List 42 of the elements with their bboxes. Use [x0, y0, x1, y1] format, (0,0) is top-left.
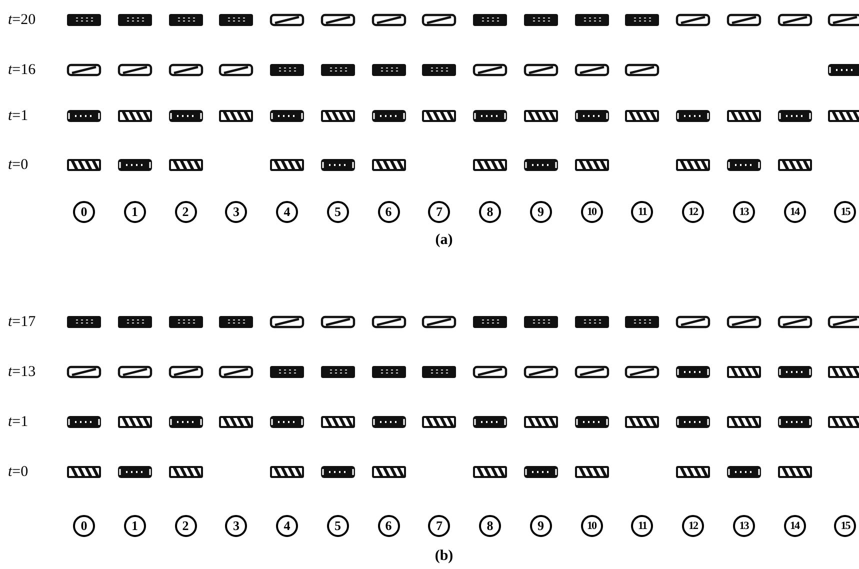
circled-number: 4	[276, 201, 298, 223]
circled-number: 0	[73, 201, 95, 223]
circled-number: 7	[428, 201, 450, 223]
circled-number: 11	[631, 201, 654, 223]
circled-number: 8	[479, 201, 501, 223]
panel-label: (b)	[434, 547, 454, 565]
circled-number: 3	[225, 515, 248, 537]
circled-number: 4	[276, 515, 298, 537]
circled-number: 8	[479, 515, 501, 537]
circled-number: 7	[428, 515, 450, 537]
circled-number: 6	[378, 515, 400, 537]
circled-number: 12	[682, 201, 704, 223]
circled-number: 14	[784, 515, 806, 537]
circled-number: 15	[834, 515, 856, 537]
time-label: t=16	[8, 61, 36, 79]
time-label: t=17	[8, 313, 36, 331]
circled-number: 9	[530, 201, 552, 223]
circled-number: 5	[326, 201, 349, 223]
circled-number: 9	[530, 515, 552, 537]
time-label: t=20	[8, 11, 36, 29]
circled-number: 15	[834, 201, 856, 223]
circled-number: 0	[73, 515, 95, 537]
circled-number: 13	[732, 201, 755, 223]
time-label: t=1	[8, 107, 28, 125]
circled-number: 12	[682, 515, 704, 537]
time-label: t=0	[8, 156, 28, 174]
circled-number: 1	[124, 201, 146, 223]
circled-number: 10	[580, 515, 602, 537]
time-label: t=0	[8, 463, 28, 481]
circled-number: 11	[631, 515, 654, 537]
circled-number: 2	[174, 515, 196, 537]
circled-number: 14	[784, 201, 806, 223]
circled-number: 6	[378, 201, 400, 223]
time-label: t=13	[8, 363, 36, 381]
circled-number: 13	[732, 515, 755, 537]
circled-number: 1	[124, 515, 146, 537]
circled-number: 2	[174, 201, 196, 223]
circled-number: 5	[326, 515, 349, 537]
circled-number: 10	[580, 201, 602, 223]
panel-label: (a)	[435, 231, 453, 249]
time-label: t=1	[8, 413, 28, 431]
circled-number: 3	[225, 201, 248, 223]
